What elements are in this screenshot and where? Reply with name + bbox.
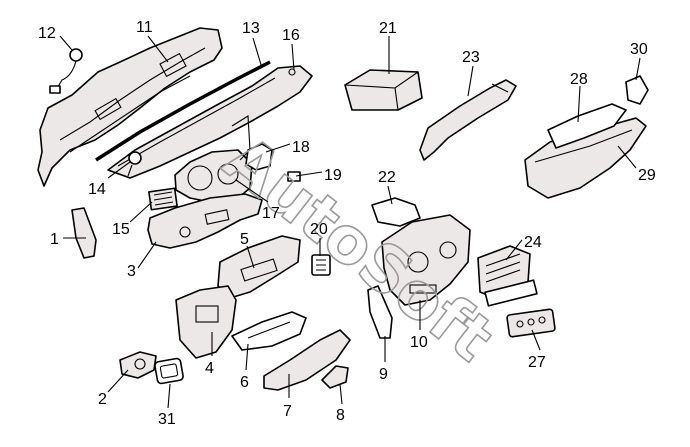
part-18-switch	[245, 143, 273, 171]
part-9-side-trim	[367, 285, 393, 339]
callout-6: 6	[240, 374, 249, 391]
part-8-small-cover	[321, 365, 349, 389]
callout-17: 17	[262, 205, 280, 222]
part-13-trim-strip	[95, 60, 271, 162]
callout-15: 15	[112, 221, 130, 238]
part-6-lower-panel	[231, 311, 307, 351]
callout-4: 4	[205, 360, 214, 377]
part-28-glove-lid	[547, 103, 627, 149]
part-12-sensor	[49, 48, 83, 94]
callout-14: 14	[88, 181, 106, 198]
callout-1: 1	[50, 231, 59, 248]
callout-31: 31	[158, 411, 176, 428]
part-3-lower-cover	[147, 193, 263, 249]
callout-2: 2	[98, 391, 107, 408]
callout-22: 22	[378, 169, 396, 186]
callout-23: 23	[462, 49, 480, 66]
leader-lines	[59, 35, 641, 409]
part-19-clip	[287, 171, 301, 182]
callout-24: 24	[524, 234, 542, 251]
callout-13: 13	[242, 20, 260, 37]
callout-3: 3	[127, 263, 136, 280]
part-10-center-console	[381, 214, 471, 306]
callout-30: 30	[630, 41, 648, 58]
callout-16: 16	[282, 27, 300, 44]
part-1-side-panel	[71, 207, 97, 259]
callout-7: 7	[283, 403, 292, 420]
part-7-knee-panel	[263, 329, 351, 391]
part-2-switch	[119, 351, 157, 379]
part-24-control-panel	[477, 245, 538, 307]
part-17-cluster-housing	[174, 115, 253, 203]
callout-8: 8	[336, 407, 345, 424]
callout-18: 18	[292, 139, 310, 156]
part-4-lower-left-panel	[175, 285, 237, 359]
callout-20: 20	[310, 221, 328, 238]
part-21-storage-bin	[344, 69, 423, 111]
callout-19: 19	[324, 167, 342, 184]
callout-27: 27	[528, 354, 546, 371]
part-14-bracket	[127, 151, 142, 177]
part-30-latch	[625, 75, 649, 105]
callout-29: 29	[638, 167, 656, 184]
parts-layer	[37, 27, 649, 391]
part-16-upper-pad	[107, 65, 313, 179]
callout-11: 11	[136, 19, 153, 36]
part-23-trim-panel	[419, 79, 517, 161]
part-22-console-bracket	[371, 197, 421, 227]
part-27-control-unit	[506, 308, 556, 338]
callout-9: 9	[379, 366, 388, 383]
part-11-dash-frame	[37, 27, 223, 187]
callout-21: 21	[379, 20, 397, 37]
callout-5: 5	[240, 231, 249, 248]
callout-labels: 1 2 3 4 5 6 7 8 9 10 11 12 13 14 15 16 1…	[38, 19, 656, 428]
callout-28: 28	[570, 71, 588, 88]
callout-12: 12	[38, 25, 56, 42]
part-20-switch	[311, 254, 331, 276]
part-31-bezel	[154, 357, 184, 385]
part-15-vent	[148, 187, 178, 211]
callout-10: 10	[410, 334, 428, 351]
